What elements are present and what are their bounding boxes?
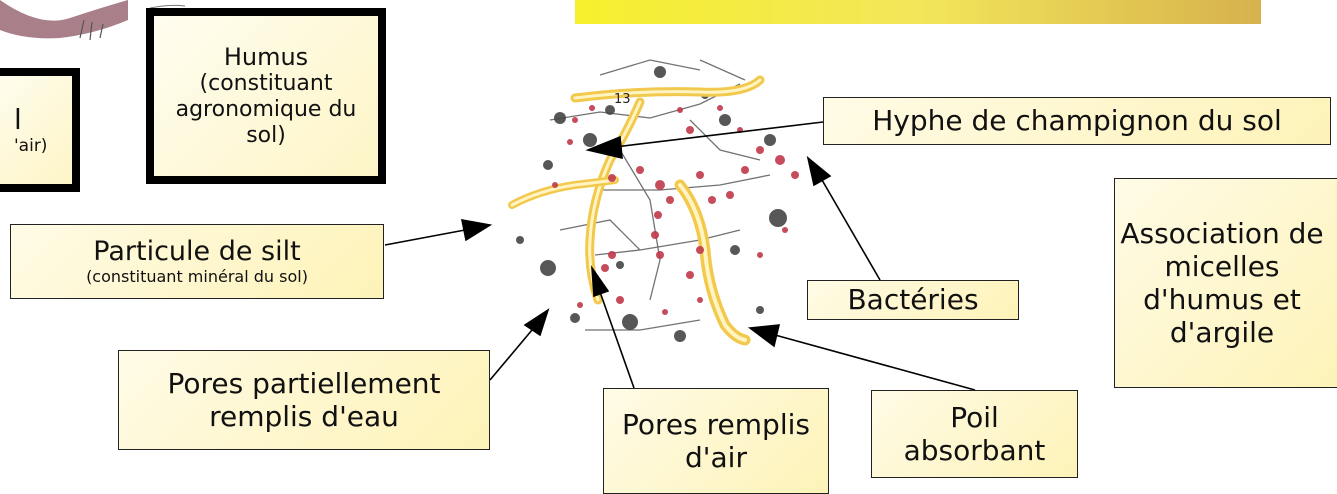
label-pores-air: Pores remplis d'air [603,388,829,494]
label-hyphe: Hyphe de champignon du sol [823,97,1331,145]
label-association: Association de micelles d'humus et d'arg… [1114,178,1337,388]
label-humus: Humus (constituant agronomique du sol) [146,8,386,184]
label-pores-partiel: Pores partiellement remplis d'eau [118,350,490,450]
bacteries-text: Bactéries [847,283,978,316]
label-particule: Particule de silt (constituant minéral d… [10,224,384,299]
pores-air-text: Pores remplis d'air [612,408,820,474]
particule-subtitle: (constituant minéral du sol) [86,268,308,287]
soil-illustration: 13 [512,60,799,342]
humus-subtitle: (constituant agronomique du sol) [154,71,378,149]
association-text: Association de micelles d'humus et d'arg… [1119,217,1325,349]
left-partial-line2: 'air) [14,136,47,156]
poil-text: Poil absorbant [890,401,1059,467]
label-left-partial: l 'air) [0,68,80,192]
label-poil: Poil absorbant [871,390,1078,478]
humus-title: Humus [224,43,308,71]
pores-partiel-text: Pores partiellement remplis d'eau [133,367,475,433]
hyphe-text: Hyphe de champignon du sol [872,104,1282,137]
left-partial-line1: l [14,103,22,136]
label-bacteries: Bactéries [807,280,1019,320]
illustration-number: 13 [614,92,631,107]
particule-title: Particule de silt [93,236,300,268]
